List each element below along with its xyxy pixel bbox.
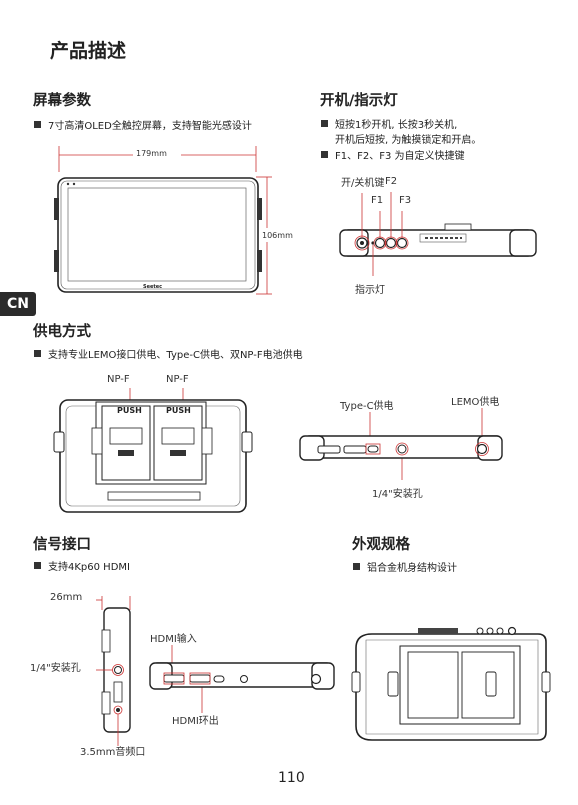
- power-supply-heading: 供电方式: [33, 320, 91, 341]
- signal-bullet-text: 支持4Kp60 HDMI: [48, 558, 130, 573]
- monitor-side-illustration: [96, 606, 140, 746]
- appearance-bullet-text: 铝合金机身结构设计: [367, 559, 457, 574]
- width-label: 179mm: [136, 149, 167, 158]
- bullet-square-icon: [34, 121, 41, 128]
- power-indicator-heading: 开机/指示灯: [320, 89, 398, 110]
- audio-port-label: 3.5mm音频口: [80, 743, 145, 758]
- indicator-label: 指示灯: [355, 281, 385, 296]
- monitor-front-illustration: [56, 176, 266, 296]
- signal-bullet: 支持4Kp60 HDMI: [34, 558, 130, 573]
- lemo-label: LEMO供电: [451, 393, 499, 408]
- monitor-bottom-hdmi-illustration: [148, 645, 338, 713]
- screen-params-bullet: 7寸高清OLED全触控屏幕，支持智能光感设计: [34, 117, 252, 132]
- bullet-square-icon: [321, 120, 328, 127]
- depth-label: 26mm: [50, 592, 82, 603]
- screen-params-bullet-text: 7寸高清OLED全触控屏幕，支持智能光感设计: [48, 117, 252, 132]
- power-bullet-1-line2: 开机后短按, 为触摸锁定和开启。: [335, 131, 481, 146]
- power-bullet-2: F1、F2、F3 为自定义快捷键: [321, 147, 465, 162]
- height-label: 106mm: [262, 231, 293, 240]
- screen-params-heading: 屏幕参数: [33, 89, 91, 110]
- monitor-top-illustration: [340, 186, 540, 276]
- push-left-label: PUSH: [117, 406, 142, 415]
- bullet-square-icon: [34, 562, 41, 569]
- brand-label: Seetec: [143, 284, 162, 290]
- monitor-back-illustration: [58, 388, 258, 516]
- mount-hole-label: 1/4"安装孔: [372, 485, 423, 500]
- side-mount-label: 1/4"安装孔: [30, 659, 81, 674]
- power-bullet-1-line1: 短按1秒开机, 长按3秒关机,: [335, 116, 457, 131]
- push-right-label: PUSH: [166, 406, 191, 415]
- power-bullet-2-text: F1、F2、F3 为自定义快捷键: [335, 147, 465, 162]
- appearance-heading: 外观规格: [352, 533, 410, 554]
- appearance-bullet: 铝合金机身结构设计: [353, 559, 457, 574]
- hdmi-out-label: HDMI环出: [172, 712, 219, 727]
- bullet-square-icon: [321, 151, 328, 158]
- language-tab: CN: [0, 292, 36, 316]
- npf-left-label: NP-F: [107, 374, 130, 385]
- signal-heading: 信号接口: [33, 533, 91, 554]
- power-bullet-1: 短按1秒开机, 长按3秒关机,: [321, 116, 457, 131]
- power-supply-bullet: 支持专业LEMO接口供电、Type-C供电、双NP-F电池供电: [34, 346, 303, 361]
- page-title: 产品描述: [50, 36, 126, 63]
- power-supply-bullet-text: 支持专业LEMO接口供电、Type-C供电、双NP-F电池供电: [48, 346, 303, 361]
- monitor-bottom-illustration: [298, 408, 508, 490]
- bullet-square-icon: [353, 563, 360, 570]
- npf-right-label: NP-F: [166, 374, 189, 385]
- page-number: 110: [278, 770, 305, 786]
- bullet-square-icon: [34, 350, 41, 357]
- monitor-perspective-illustration: [352, 626, 552, 746]
- hdmi-in-label: HDMI输入: [150, 630, 197, 645]
